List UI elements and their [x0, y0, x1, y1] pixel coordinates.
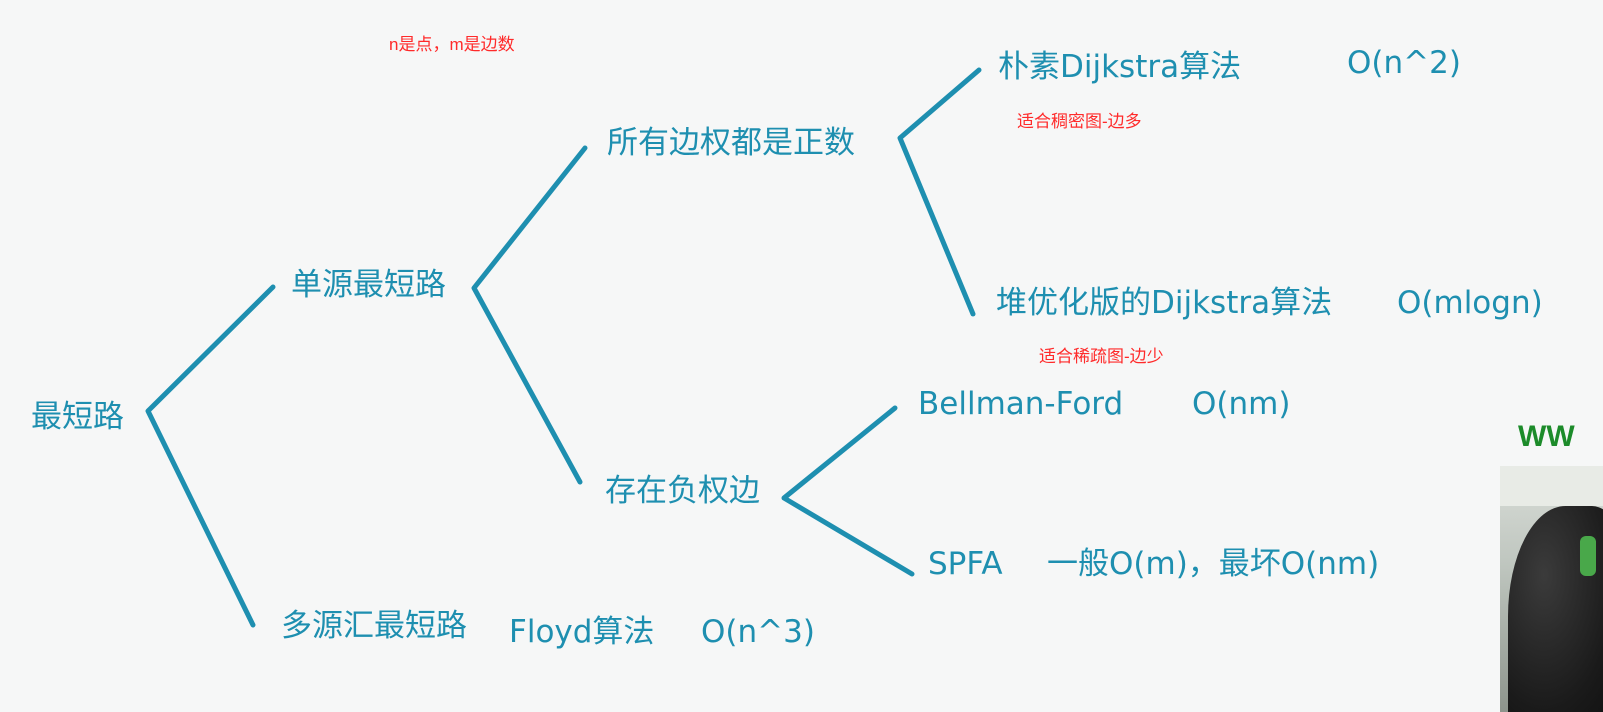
note-dense: 适合稠密图-边多 [1017, 112, 1142, 131]
node-all-positive: 所有边权都是正数 [607, 125, 855, 161]
complexity-spfa: 一般O(m)，最坏O(nm) [1047, 546, 1380, 582]
node-multi-source: 多源汇最短路 [281, 608, 467, 644]
node-naive-dijkstra: 朴素Dijkstra算法 [998, 49, 1242, 85]
webcam-overlay [1500, 466, 1603, 712]
node-negative-edge: 存在负权边 [605, 473, 760, 509]
node-root: 最短路 [31, 399, 124, 435]
complexity-naive-dijkstra: O(n^2) [1347, 45, 1461, 81]
branch-root-to-single [145, 284, 276, 628]
complexity-heap-dijkstra: O(mlogn) [1397, 285, 1543, 321]
note-sparse: 适合稀疏图-边少 [1039, 347, 1164, 366]
complexity-bellman-ford: O(nm) [1192, 386, 1291, 422]
note-legend: n是点，m是边数 [389, 35, 515, 54]
webcam-watermark: WW [1518, 420, 1575, 453]
node-floyd: Floyd算法 [509, 614, 655, 650]
node-spfa: SPFA [928, 546, 1003, 582]
webcam-green-object [1580, 536, 1596, 576]
branch-single-fork [471, 145, 588, 485]
node-single-source: 单源最短路 [291, 267, 446, 303]
webcam-background [1500, 466, 1603, 506]
node-bellman-ford: Bellman-Ford [918, 386, 1124, 422]
complexity-floyd: O(n^3) [701, 614, 815, 650]
branch-positive-fork [897, 67, 982, 317]
branch-negative-fork [781, 405, 915, 577]
node-heap-dijkstra: 堆优化版的Dijkstra算法 [996, 285, 1333, 321]
